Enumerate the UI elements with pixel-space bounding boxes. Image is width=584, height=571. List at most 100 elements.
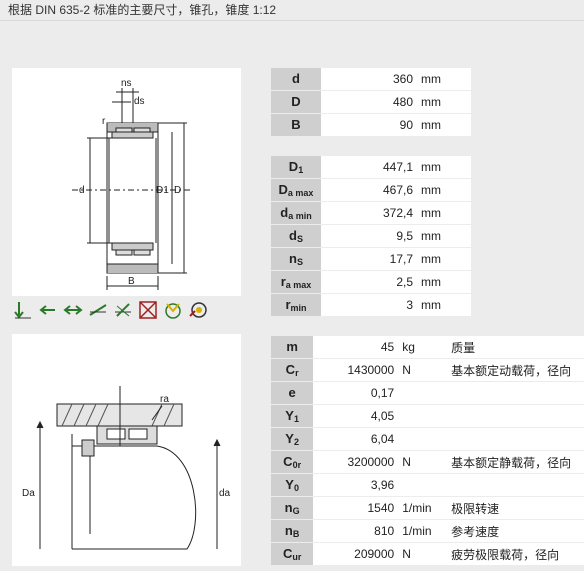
symbol-text: d: [292, 71, 300, 86]
r-label: r: [102, 116, 106, 127]
parameter-unit: kg: [396, 336, 448, 359]
parameter-value: 810: [313, 519, 397, 543]
parameter-value: 2,5: [321, 270, 415, 294]
title-divider: [0, 20, 584, 21]
parameter-symbol: nB: [271, 519, 314, 543]
D1-label: D1: [156, 185, 169, 196]
symbol-subscript: r: [295, 368, 299, 378]
symbol-text: m: [286, 339, 298, 354]
parameter-value: 17,7: [321, 247, 415, 271]
parameter-value: 209000: [313, 542, 397, 566]
parameter-symbol: dS: [271, 224, 321, 248]
parameter-value: 1540: [313, 496, 397, 520]
lubrication-icon: [162, 300, 184, 320]
bearing-properties-icon-row: [12, 299, 222, 321]
parameter-symbol: Cr: [271, 358, 314, 382]
radial-load-icon: [12, 300, 34, 320]
symbol-subscript: 1: [293, 414, 299, 424]
parameter-value: 372,4: [321, 201, 415, 225]
parameter-symbol: nG: [271, 496, 314, 520]
ns-label: ns: [121, 78, 132, 89]
parameter-unit: 1/min: [396, 519, 448, 543]
symbol-text: Y: [285, 408, 294, 423]
symbol-subscript: 2: [293, 437, 299, 447]
symbol-subscript: 0: [293, 483, 299, 493]
parameter-unit: N: [396, 542, 448, 566]
symbol-text: d: [280, 205, 289, 220]
parameter-value: 467,6: [321, 178, 415, 202]
parameter-unit: mm: [415, 113, 471, 137]
D-label: D: [174, 185, 181, 196]
parameter-unit: 1/min: [396, 496, 448, 520]
parameter-symbol: Cur: [271, 542, 314, 566]
parameter-symbol: nS: [271, 247, 321, 271]
symbol-text: D: [288, 159, 299, 174]
symbol-text: D: [278, 182, 288, 197]
parameter-symbol: D: [271, 90, 321, 114]
parameter-unit: mm: [415, 90, 471, 114]
ds-label: ds: [134, 96, 145, 107]
parameter-symbol: da min: [271, 201, 321, 225]
Da-label: Da: [22, 488, 35, 499]
symbol-text: Y: [285, 431, 294, 446]
parameter-description: [447, 473, 584, 497]
symbol-text: Y: [285, 477, 294, 492]
parameter-unit: mm: [415, 247, 471, 271]
symbol-text: n: [284, 523, 293, 538]
symbol-text: r: [280, 274, 286, 289]
mounting-section-svg: ra Da da: [22, 386, 231, 550]
parameter-value: 447,1: [321, 156, 415, 179]
symbol-subscript: B: [292, 529, 300, 539]
parameter-description: 质量: [447, 336, 584, 359]
symbol-text: C: [285, 362, 296, 377]
symbol-text: C: [282, 546, 293, 561]
parameter-symbol: m: [271, 336, 314, 359]
parameter-description: 基本额定静载荷，径向: [447, 450, 584, 474]
symbol-subscript: ur: [292, 552, 302, 562]
parameter-value: 1430000: [313, 358, 397, 382]
bearing-dimension-drawing: ns ds r d D1 D B: [12, 68, 241, 296]
parameter-symbol: d: [271, 68, 321, 91]
page-title: 根据 DIN 635-2 标准的主要尺寸，锥孔，锥度 1:12: [8, 3, 277, 17]
axial-load-one-direction-icon: [37, 300, 59, 320]
parameter-value: 6,04: [313, 427, 397, 451]
d-label: d: [79, 185, 85, 196]
parameter-value: 3,96: [313, 473, 397, 497]
parameter-unit: [396, 473, 448, 497]
symbol-subscript: a max: [285, 280, 312, 290]
parameter-symbol: ra max: [271, 270, 321, 294]
parameter-unit: [396, 427, 448, 451]
parameter-value: 3200000: [313, 450, 397, 474]
parameter-description: 疲劳极限载荷，径向: [447, 542, 584, 566]
parameter-unit: mm: [415, 156, 471, 179]
parameter-symbol: Y0: [271, 473, 314, 497]
mounting-dimension-drawing: ra Da da: [12, 334, 241, 566]
symbol-subscript: S: [296, 257, 303, 267]
parameter-value: 360: [321, 68, 415, 91]
parameter-description: [447, 427, 584, 451]
parameter-unit: mm: [415, 293, 471, 317]
sealed-icon: [187, 300, 209, 320]
parameter-unit: [396, 404, 448, 428]
parameter-unit: N: [396, 358, 448, 382]
symbol-subscript: S: [296, 234, 303, 244]
parameter-symbol: Y1: [271, 404, 314, 428]
parameter-symbol: D1: [271, 156, 321, 179]
parameter-value: 90: [321, 113, 415, 137]
parameter-description: [447, 381, 584, 405]
symbol-text: C: [283, 454, 293, 469]
symbol-text: r: [285, 297, 291, 312]
parameter-symbol: Da max: [271, 178, 321, 202]
symbol-text: n: [289, 251, 297, 266]
